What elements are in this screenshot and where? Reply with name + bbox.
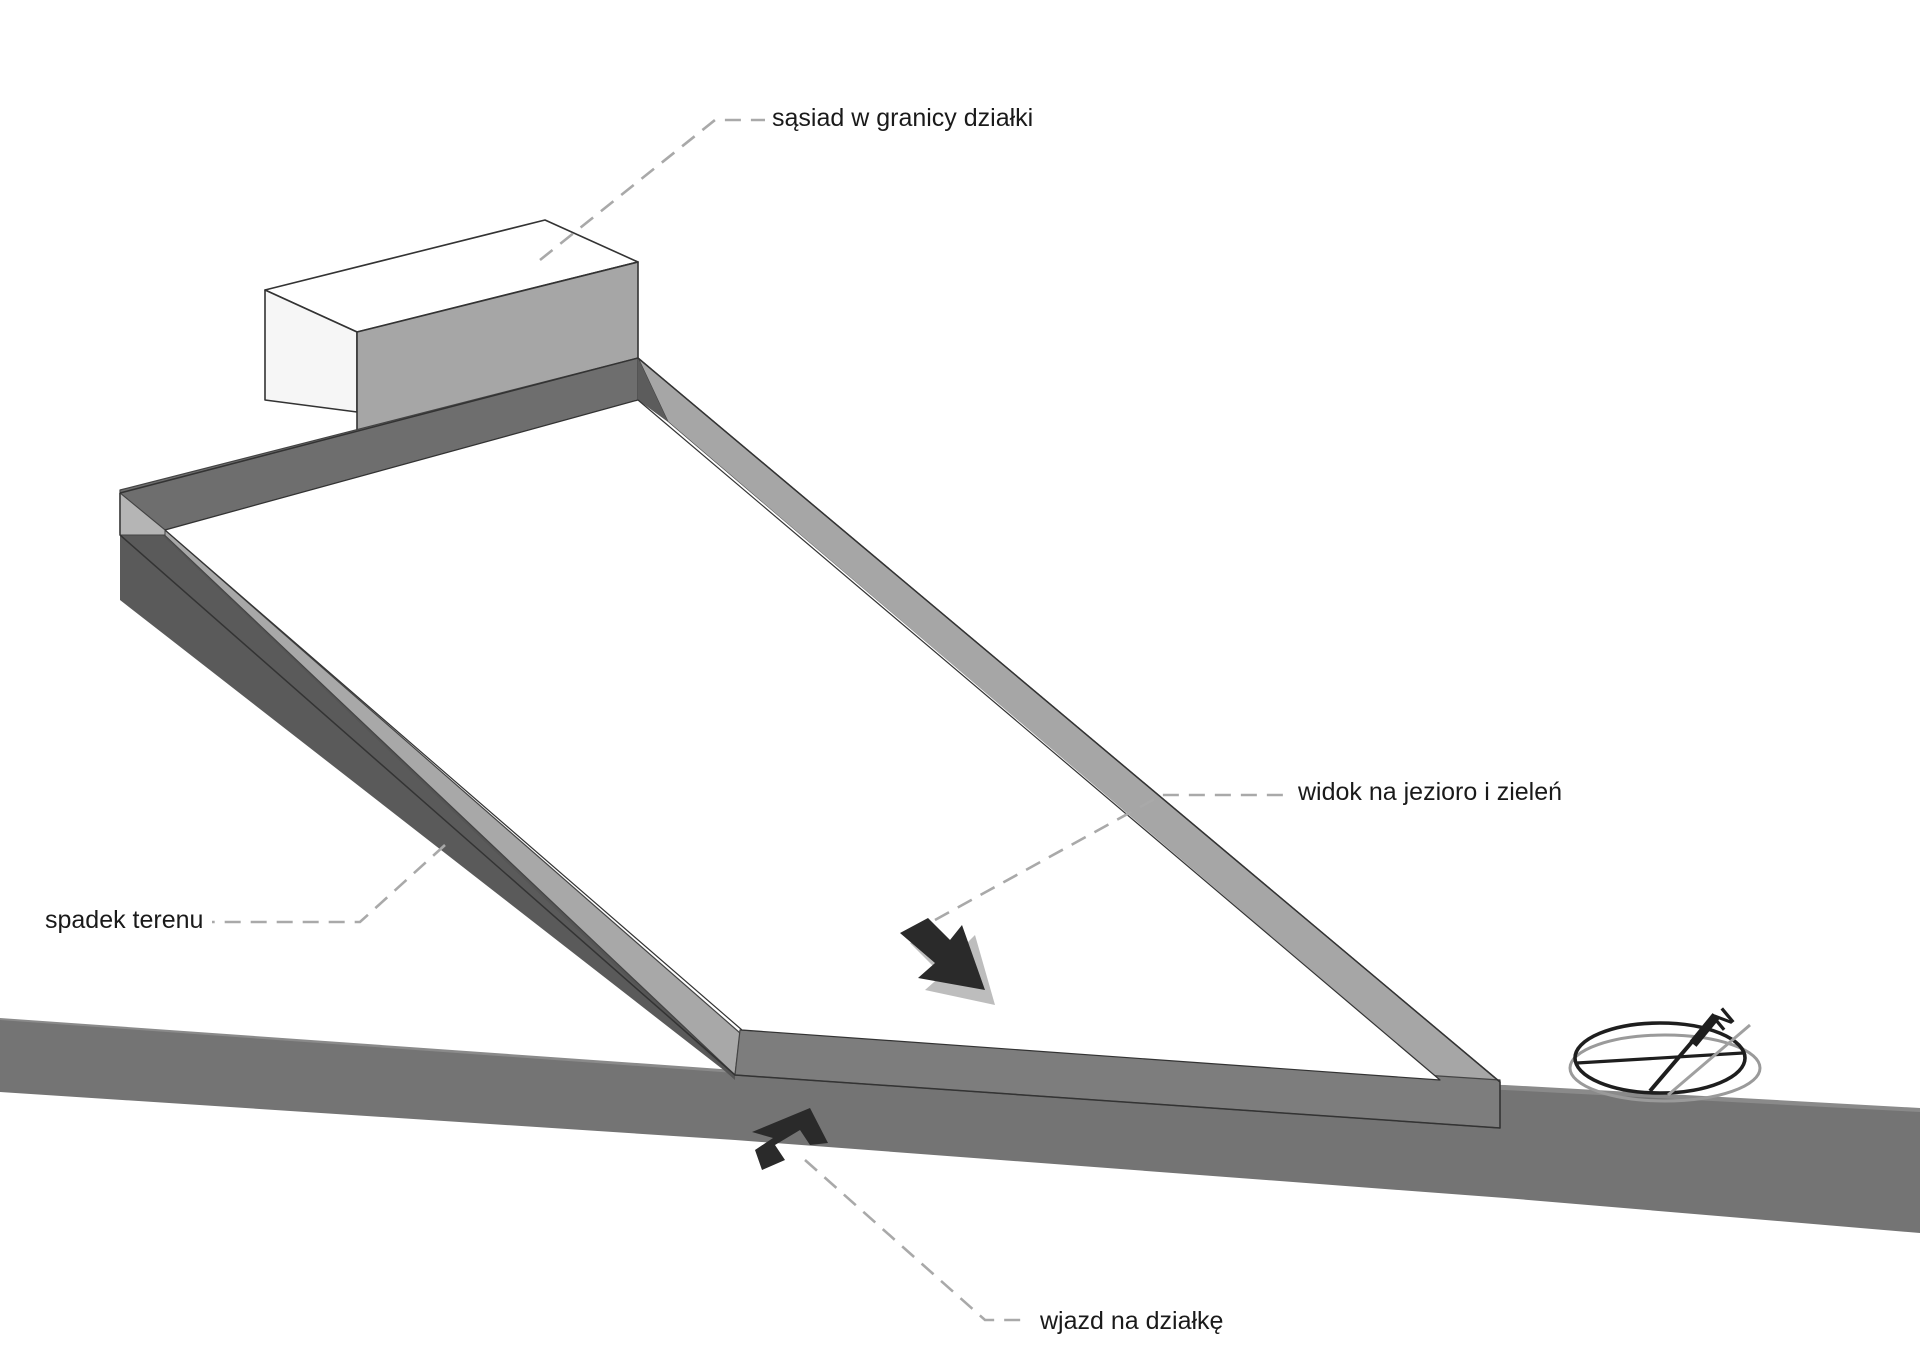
road-surface <box>0 1020 1920 1233</box>
leader-entry <box>804 1159 1030 1322</box>
label-view: widok na jezioro i zieleń <box>1298 778 1563 806</box>
leader-lines <box>212 118 1290 1322</box>
compass-axis-shadow <box>1667 1023 1751 1097</box>
entry-arrow-icon <box>752 1108 828 1170</box>
compass-needle <box>1689 1013 1720 1047</box>
entry-arrow-body <box>752 1108 828 1170</box>
plot-surface <box>165 400 1440 1080</box>
plot-inner-outline <box>164 399 1441 1081</box>
compass-icon <box>1568 1013 1762 1103</box>
view-arrow-body <box>900 918 985 990</box>
terrain-slope-face-2 <box>120 495 730 1075</box>
back-wall-corner <box>638 358 668 422</box>
label-neighbor: sąsiad w granicy działki <box>772 104 1034 132</box>
label-entry: wjazd na działkę <box>1040 1307 1224 1335</box>
label-slope: spadek terenu <box>45 906 204 934</box>
view-arrow-icon <box>900 918 995 1005</box>
leader-slope <box>212 844 446 924</box>
compass-axis-we <box>1576 1051 1744 1065</box>
plot-boundary <box>119 357 1501 1129</box>
leader-view <box>934 793 1290 922</box>
plot-outline <box>119 357 1501 1129</box>
compass-ring <box>1573 1021 1747 1095</box>
compass-shadow-ring <box>1568 1033 1762 1103</box>
neighbor-building <box>264 219 639 433</box>
